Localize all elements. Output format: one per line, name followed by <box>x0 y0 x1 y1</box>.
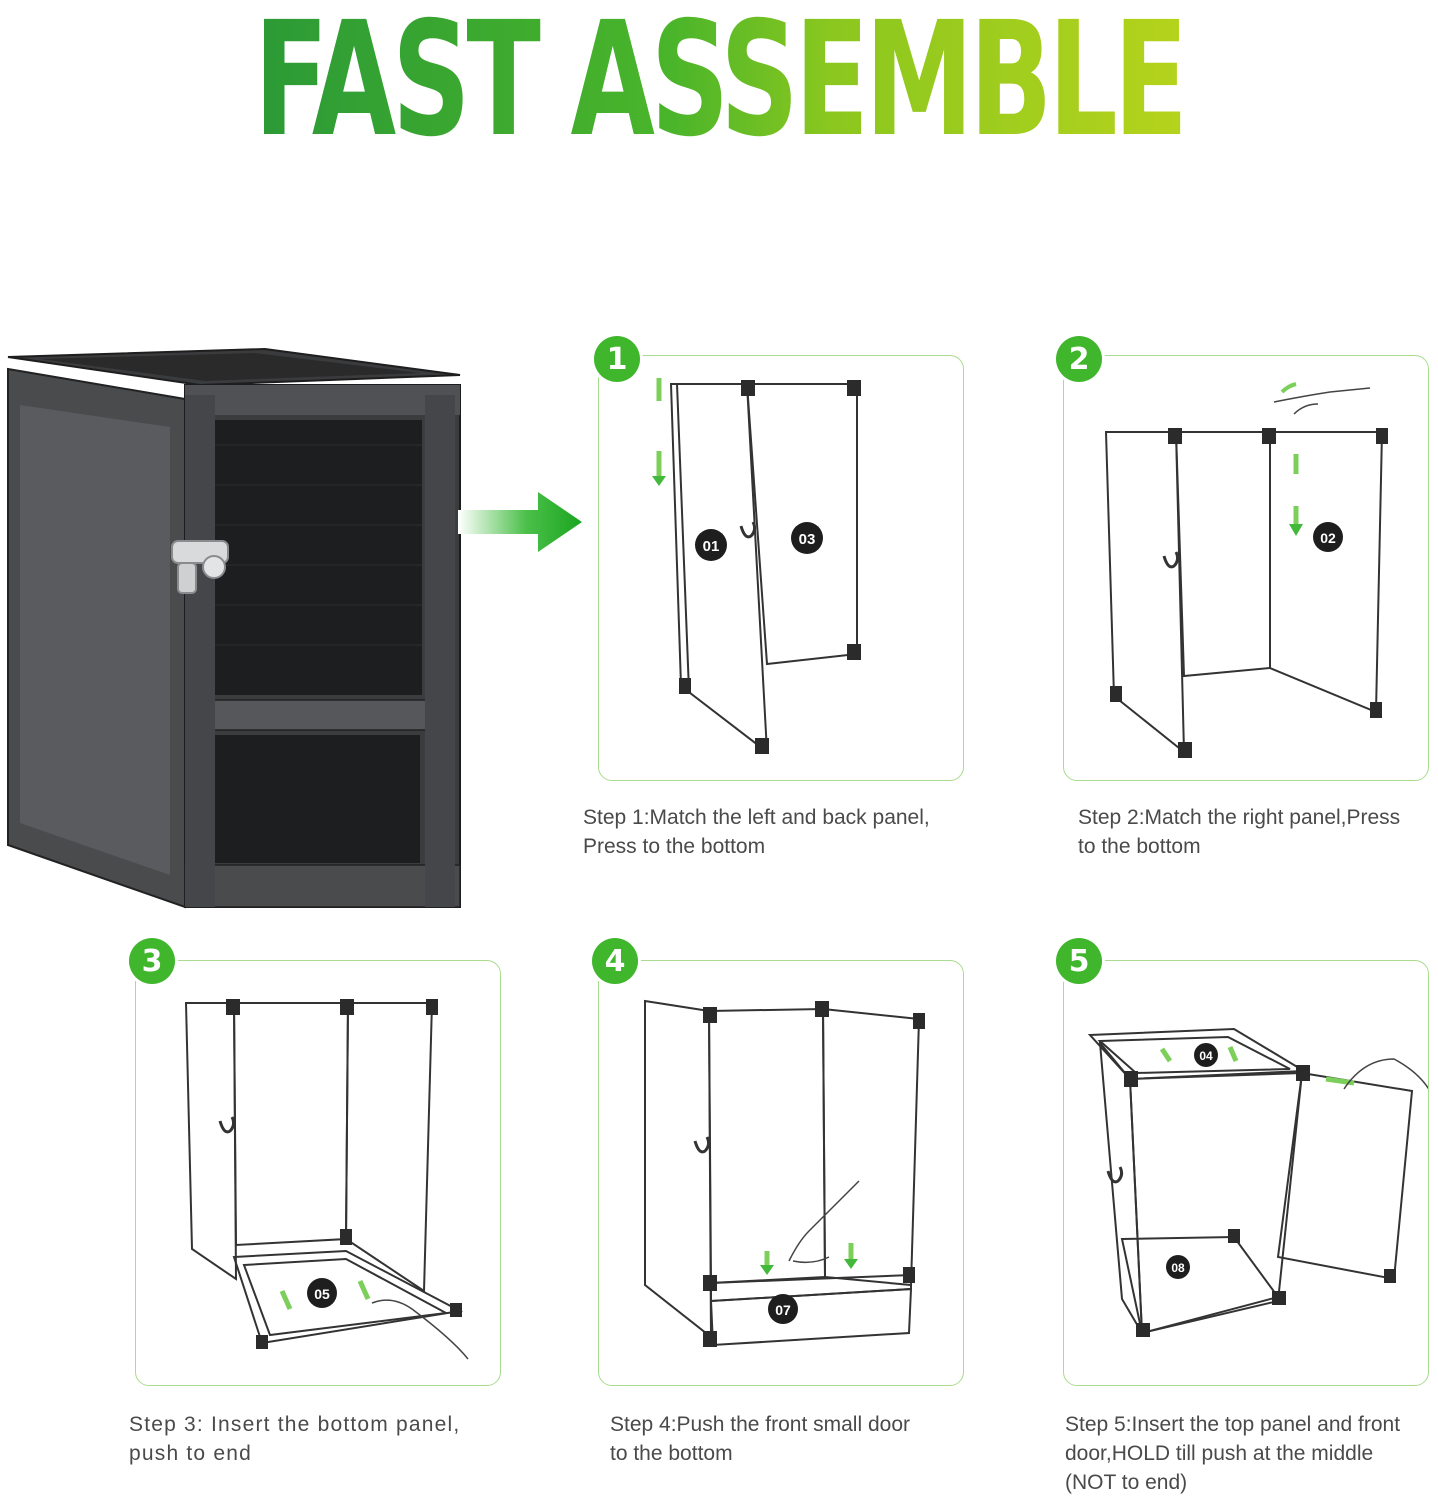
step-4-panel: 07 <box>598 960 964 1386</box>
part-label-08: 08 <box>1171 1261 1185 1275</box>
latch-icon <box>1162 551 1180 569</box>
step-1-panel: 01 03 <box>598 355 964 781</box>
latch-icon <box>1106 1166 1124 1184</box>
assembled-enclosure-image <box>7 347 461 909</box>
step-3-badge: 3 <box>129 938 175 984</box>
arrow-right-icon <box>458 492 582 552</box>
step-4-caption: Step 4:Push the front small door to the … <box>610 1413 910 1465</box>
part-label-07: 07 <box>775 1302 791 1318</box>
step-5-badge: 5 <box>1056 938 1102 984</box>
step-5-caption: Step 5:Insert the top panel and front do… <box>1065 1413 1401 1494</box>
latch-icon <box>218 1116 236 1134</box>
step-1-caption: Step 1:Match the left and back panel, Pr… <box>583 806 930 858</box>
step-5-panel: 04 08 <box>1063 960 1429 1386</box>
step-2-panel: 02 <box>1063 355 1429 781</box>
latch-icon <box>693 1136 711 1154</box>
part-label-01: 01 <box>703 538 720 555</box>
step-4-illustration: 07 <box>644 999 925 1347</box>
part-label-02: 02 <box>1320 530 1336 546</box>
step-3-illustration: 05 <box>184 999 469 1360</box>
part-label-04: 04 <box>1199 1049 1213 1063</box>
step-1-badge: 1 <box>594 336 640 382</box>
step-2-illustration: 02 <box>1104 382 1388 758</box>
step-2-caption: Step 2:Match the right panel,Press to th… <box>1078 806 1401 858</box>
step-1-illustration: 01 03 <box>652 378 861 755</box>
step-3-caption: Step 3: Insert the bottom panel, push to… <box>129 1413 461 1465</box>
part-label-05: 05 <box>314 1286 330 1302</box>
latch-icon <box>739 521 757 539</box>
title-word-mble: MBLE <box>865 2 1184 152</box>
step-2-badge: 2 <box>1056 336 1102 382</box>
step-5-illustration: 04 08 <box>1087 1027 1428 1337</box>
page-title: FAST ASSEMBLE <box>254 2 1190 152</box>
step-3-panel: 05 <box>135 960 501 1386</box>
title-word-asse: ASSE <box>571 2 865 152</box>
part-label-03: 03 <box>799 531 816 548</box>
title-word-fast: FAST <box>254 2 571 152</box>
step-4-badge: 4 <box>592 938 638 984</box>
latch-icon <box>171 540 229 594</box>
svg-text:FAST ASSEMBLE: FAST ASSEMBLE <box>254 2 1184 152</box>
